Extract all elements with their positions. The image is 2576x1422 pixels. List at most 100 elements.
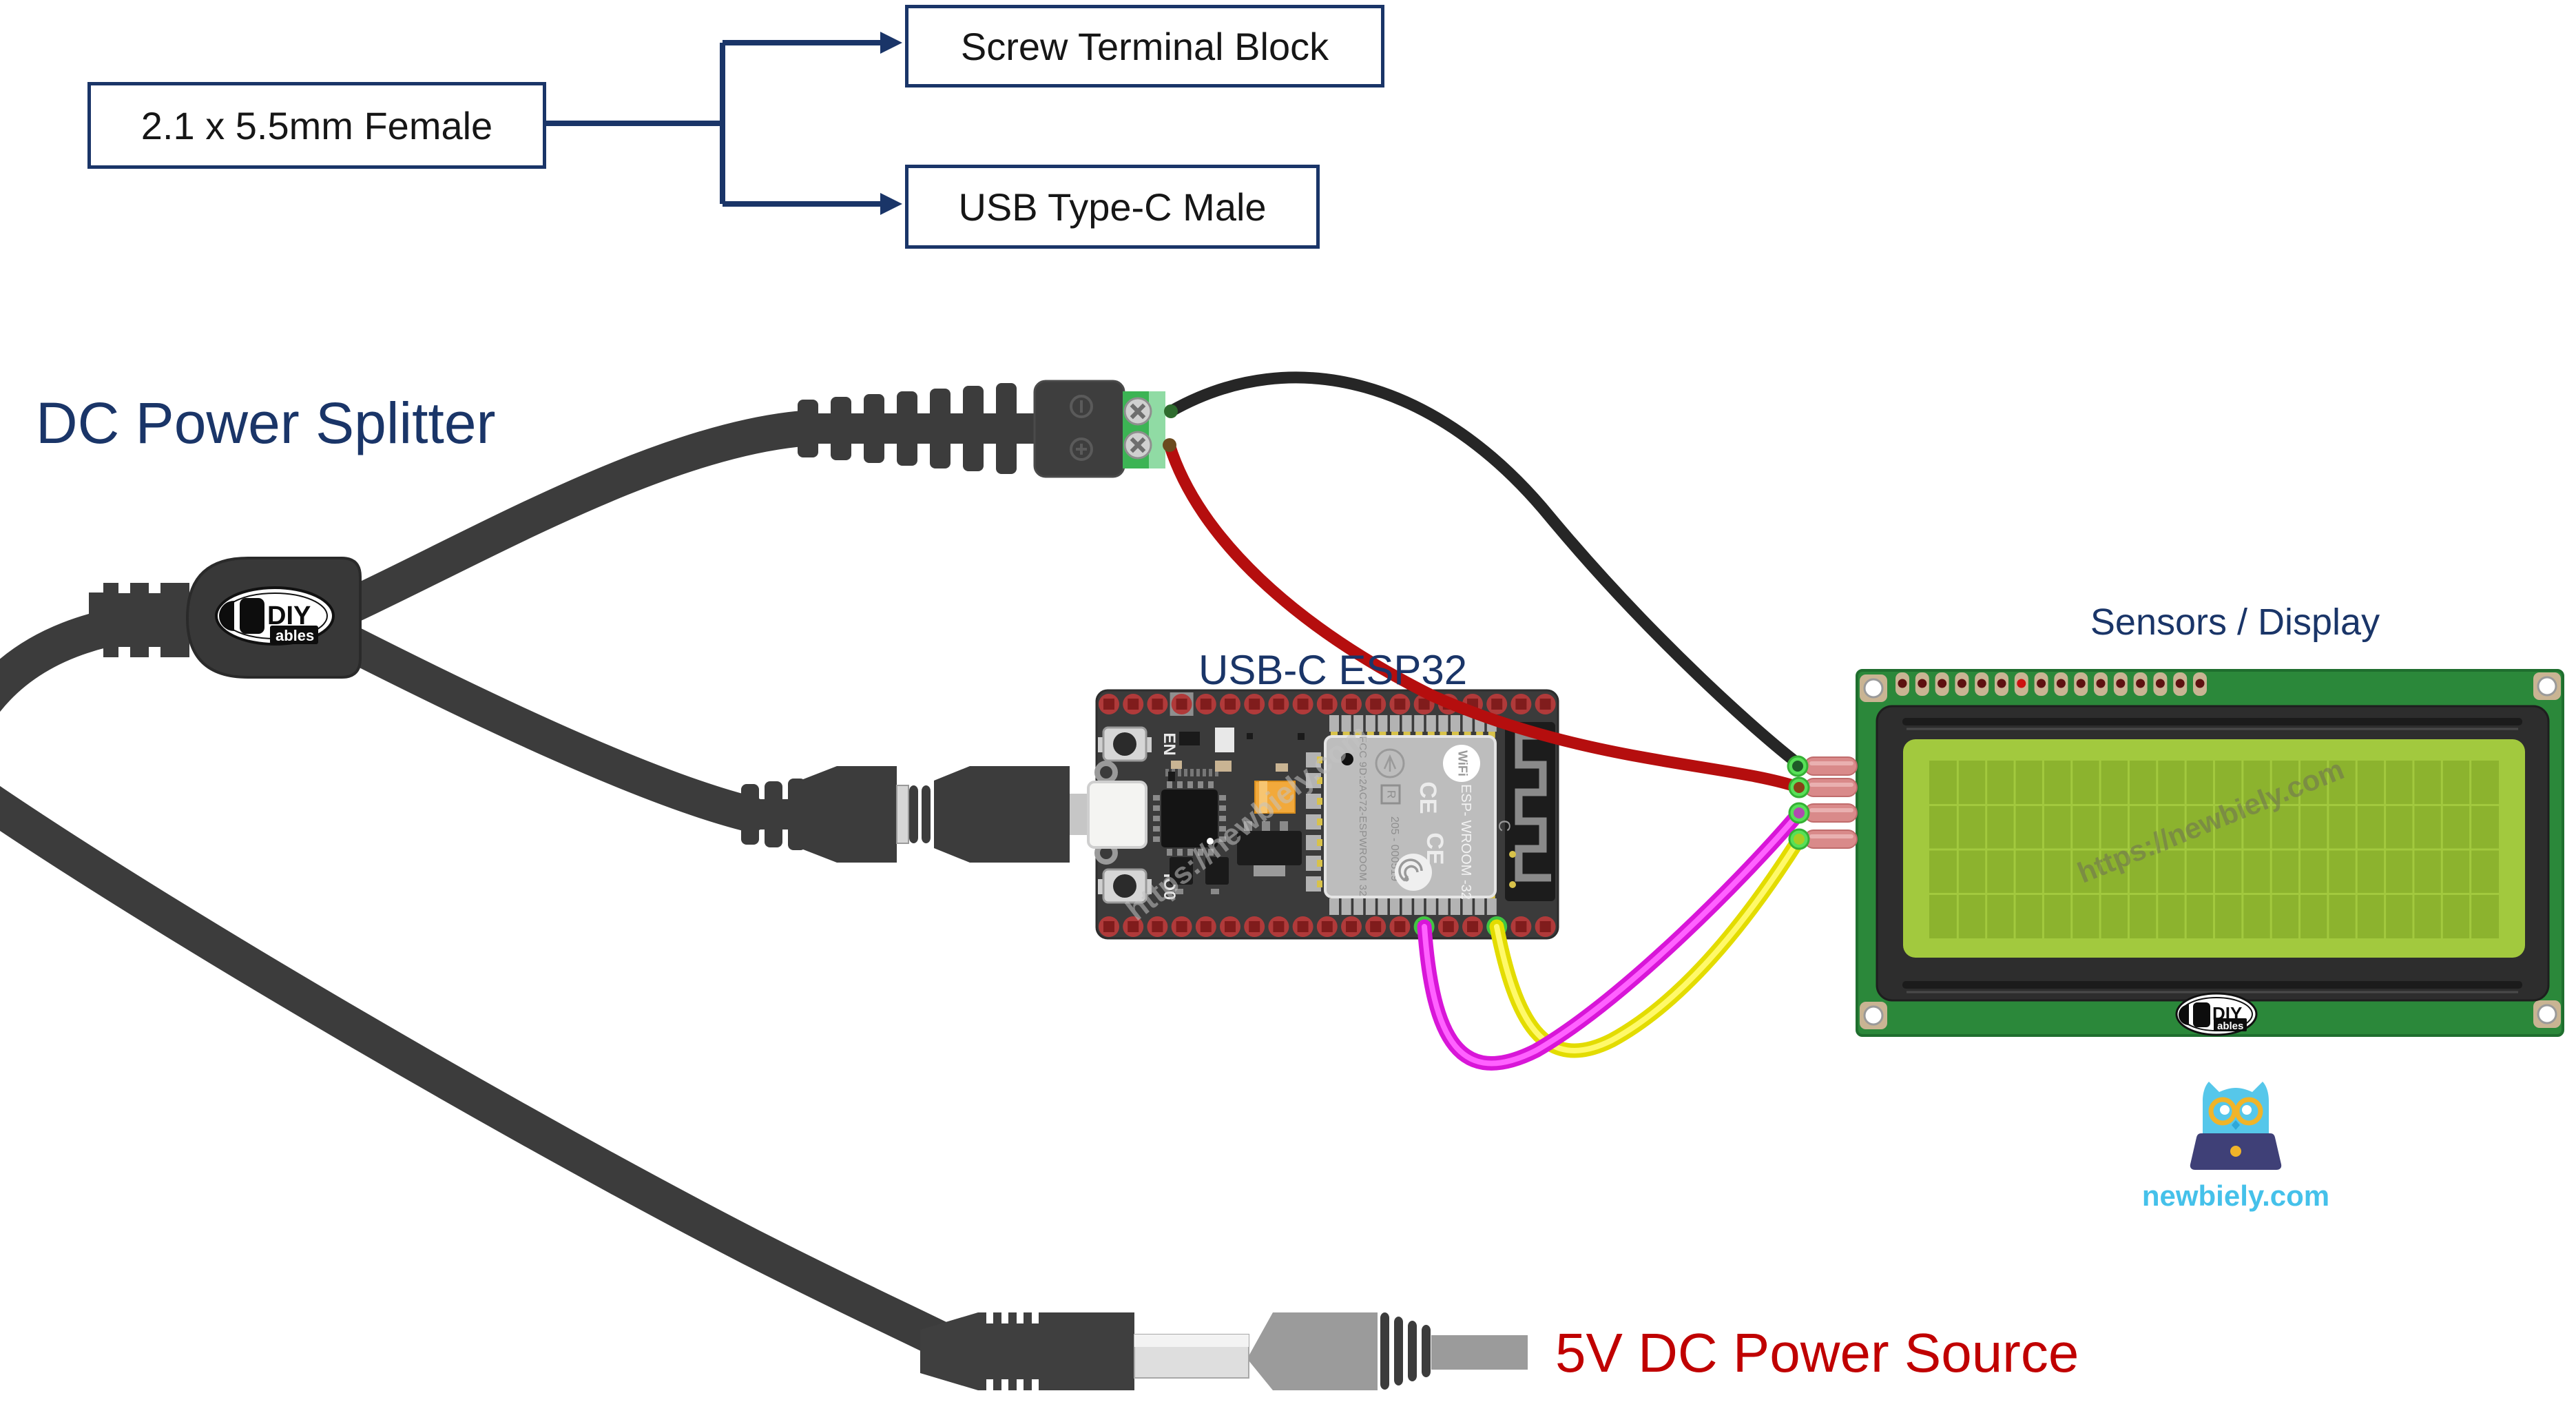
- castellation-pad: [1451, 898, 1460, 915]
- pin-hole: [1467, 921, 1478, 932]
- usb-c-port: [1087, 781, 1147, 849]
- slot: [1001, 1312, 1008, 1323]
- source-cable-stub: [1431, 1335, 1528, 1370]
- pin-hole: [1346, 921, 1357, 932]
- pin-hole: [1103, 921, 1114, 932]
- slot: [1017, 1379, 1024, 1390]
- castellation-pad: [1427, 732, 1435, 738]
- usbc-adapter-chain: [741, 766, 1090, 863]
- castellation-pad: [1331, 732, 1338, 738]
- ic-pin: [1177, 781, 1183, 788]
- castellation-pad: [1462, 715, 1473, 732]
- castellation-pad: [1341, 898, 1351, 915]
- castellation-pad: [1402, 715, 1412, 732]
- slot: [1032, 1379, 1039, 1390]
- wire-end-cap: [1164, 404, 1178, 418]
- castellation-pad: [1462, 898, 1473, 915]
- lcd-side-pin: [1804, 830, 1858, 849]
- pin-hole: [1297, 921, 1309, 932]
- power-source-connectors: [920, 1312, 1528, 1390]
- ic-pin: [1167, 849, 1172, 856]
- owl-mascot-icon: newbiely.com: [2142, 1082, 2329, 1212]
- ic-pin: [1153, 816, 1160, 821]
- ic-pin: [1153, 836, 1160, 842]
- castellation-pad: [1438, 715, 1448, 732]
- lcd-side-pin: [1804, 756, 1858, 776]
- cable-input-long: [0, 785, 966, 1362]
- module-pad: [1306, 752, 1321, 767]
- wire-tip: [1788, 776, 1810, 798]
- main-ic: [1153, 769, 1226, 856]
- site-link: newbiely.com: [2142, 1179, 2329, 1212]
- module-pad: [1306, 876, 1321, 892]
- rib: [930, 389, 951, 468]
- ic-pin: [1177, 849, 1183, 856]
- diyables-logo-icon: DIY ables: [215, 586, 335, 646]
- power-source-label: 5V DC Power Source: [1555, 1322, 2079, 1383]
- lcd-pad-hole: [2155, 679, 2165, 688]
- splitter-female-jack: [89, 583, 189, 657]
- pin-hole: [1273, 921, 1285, 932]
- ic-pin: [1153, 795, 1160, 801]
- castellation-pad: [1426, 715, 1436, 732]
- castellation-pad: [1329, 715, 1339, 732]
- esp32-board: C EN IO0: [1087, 689, 1559, 940]
- antenna-icon: C: [1495, 722, 1555, 901]
- castellation-pad: [1414, 715, 1424, 732]
- castellation-pad: [1414, 898, 1424, 915]
- module-pad: [1306, 835, 1321, 850]
- rib: [909, 785, 918, 843]
- brand-ables: ables: [276, 627, 314, 644]
- castellation-pad: [1378, 898, 1388, 915]
- tick: [1190, 769, 1194, 776]
- pin-hole: [1152, 699, 1163, 710]
- pin-hole: [1103, 699, 1114, 710]
- pin-hole: [1539, 921, 1551, 932]
- module-pad: [1317, 839, 1322, 846]
- pin-hole: [1515, 921, 1527, 932]
- shield-model-text: ESP- WROOM -32: [1458, 784, 1473, 900]
- castellation-pad: [1403, 732, 1411, 738]
- regulatory-icon: [1375, 748, 1405, 779]
- dc-power-splitter-label: DC Power Splitter: [36, 391, 496, 455]
- lcd-pad-hole: [2017, 679, 2026, 688]
- tick: [1203, 769, 1206, 776]
- flowchart-connectors: [544, 32, 902, 215]
- castellation-pad: [1426, 898, 1436, 915]
- module-pad: [1306, 794, 1321, 809]
- module-pad: [1306, 773, 1321, 788]
- lcd-pad-hole: [2076, 679, 2086, 688]
- pin-hole: [1128, 699, 1139, 710]
- rib: [765, 781, 782, 847]
- castellation-pad: [1367, 732, 1374, 738]
- pin-hole: [1152, 921, 1163, 932]
- source-plug-body: [1249, 1312, 1378, 1390]
- splitter-body: DIY ables: [185, 557, 362, 679]
- module-pad: [1306, 814, 1321, 830]
- lcd-pad-hole: [1898, 679, 1907, 688]
- wire-tip: [1788, 828, 1810, 850]
- pin-hole: [1297, 699, 1309, 710]
- pin-hole: [1370, 921, 1382, 932]
- castellation-pad: [1440, 732, 1447, 738]
- pin-hole: [1249, 699, 1260, 710]
- lcd-pad-hole: [1918, 679, 1927, 688]
- wire-tip: [1788, 802, 1810, 824]
- rib: [1422, 1325, 1431, 1377]
- lcd-pad-hole: [2056, 679, 2066, 688]
- mounting-hole: [2537, 1004, 2557, 1024]
- ce-mark-icon: CE: [1415, 781, 1441, 814]
- rib: [963, 386, 984, 471]
- castellation-pad: [1329, 898, 1339, 915]
- wire-red: [1163, 439, 1805, 794]
- shield-r-mark: R: [1385, 790, 1398, 798]
- polarity-minus-icon: [1070, 395, 1093, 418]
- pin-hole: [1442, 921, 1454, 932]
- arrow-head-icon: [880, 32, 902, 54]
- ic-pin: [1198, 849, 1203, 856]
- castellation-pad: [1415, 732, 1423, 738]
- rib: [1394, 1317, 1403, 1385]
- tick: [1196, 769, 1200, 776]
